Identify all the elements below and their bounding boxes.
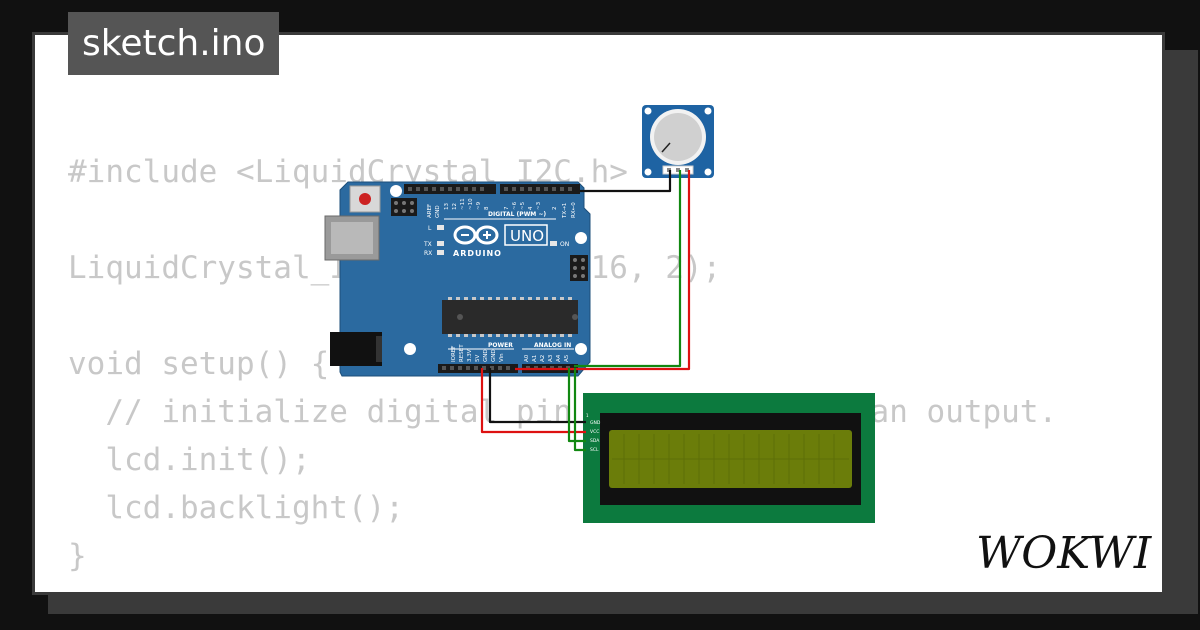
icsp-header-2 xyxy=(570,255,588,281)
wire-lcd-scl xyxy=(573,368,586,452)
board-model: UNO xyxy=(510,227,544,245)
led-tx xyxy=(437,241,444,246)
pin-label: ~3 xyxy=(536,201,542,210)
code-line: } xyxy=(68,538,87,574)
potentiometer-knob[interactable] xyxy=(654,113,702,161)
wire-pot-gnd xyxy=(580,170,672,193)
board-brand: ARDUINO xyxy=(453,249,502,258)
led-tx-label: TX xyxy=(423,241,432,248)
arduino-logo-icon xyxy=(453,225,499,245)
pin-label: ~9 xyxy=(476,201,482,210)
potentiometer[interactable]: GND SIG VCC xyxy=(642,105,714,178)
pin-label: A5 xyxy=(564,354,570,362)
wokwi-logo-text: WOKWI xyxy=(976,528,1152,576)
led-on xyxy=(550,241,557,246)
led-on-label: ON xyxy=(560,241,569,248)
pin-label: RESET xyxy=(459,344,465,362)
led-l-label: L xyxy=(428,225,432,232)
microcontroller-chip xyxy=(442,300,578,334)
svg-text:1: 1 xyxy=(586,413,589,418)
pin-label: AREF xyxy=(427,204,433,218)
wires xyxy=(480,170,691,452)
mounting-hole xyxy=(404,343,416,355)
wire-lcd-gnd xyxy=(488,368,586,424)
pin-label: 3.3V xyxy=(467,349,473,362)
wire-pot-vcc xyxy=(515,170,691,371)
lcd-display[interactable]: 1 GND VCC SDA SCL xyxy=(583,393,875,523)
pin-label: A2 xyxy=(540,355,546,362)
pin-label: RX←0 xyxy=(571,202,577,218)
mounting-hole xyxy=(575,343,587,355)
code-line: lcd.init(); xyxy=(68,442,311,478)
file-name-tab[interactable]: sketch.ino xyxy=(68,12,280,75)
mounting-hole xyxy=(575,232,587,244)
pin-label: 5V xyxy=(475,355,481,362)
pin-label: 8 xyxy=(484,206,490,210)
pin-label: TX→1 xyxy=(562,203,568,219)
lcd-pin-label: SCL xyxy=(590,447,599,453)
led-rx xyxy=(437,250,444,255)
pin-label: ~10 xyxy=(468,198,474,210)
pin-label: ~5 xyxy=(520,201,526,210)
wire-lcd-sda xyxy=(567,368,586,443)
pin-label: Vin xyxy=(499,353,505,362)
code-line: void setup() { xyxy=(68,346,330,382)
pin-label: ~11 xyxy=(460,198,466,210)
mounting-hole xyxy=(390,185,402,197)
lcd-pin-label: SDA xyxy=(590,438,600,444)
wokwi-logo: WOKWI xyxy=(976,528,1152,576)
led-l xyxy=(437,225,444,230)
pin-label: IOREF xyxy=(451,346,457,362)
pin-label: 2 xyxy=(552,207,558,211)
pin-label: GND xyxy=(435,205,441,218)
pin-label: GND xyxy=(491,349,497,362)
pin-label: A1 xyxy=(532,355,538,362)
pin-label: 4 xyxy=(528,206,534,210)
led-rx-label: RX xyxy=(424,250,432,257)
analog-label: ANALOG IN xyxy=(534,342,571,349)
code-line: lcd.backlight(); xyxy=(68,490,404,526)
pin-label: 7 xyxy=(504,206,510,210)
arduino-uno-board[interactable]: AREF GND 13 12 ~11 ~10 ~9 8 7 ~6 ~5 4 ~3… xyxy=(324,181,591,377)
pin-label: 12 xyxy=(452,203,458,210)
lcd-pin-label: GND xyxy=(590,420,601,426)
pin-label: 13 xyxy=(444,203,450,210)
pin-label: ~6 xyxy=(512,201,518,210)
power-label: POWER xyxy=(488,342,513,349)
pin-label: A4 xyxy=(556,354,562,362)
digital-label: DIGITAL (PWM ~) xyxy=(488,211,546,218)
pin-label: A3 xyxy=(548,354,554,362)
pin-label: GND xyxy=(483,349,489,362)
wire-pot-sig xyxy=(574,170,682,368)
lcd-pin-label: VCC xyxy=(590,429,599,435)
power-jack xyxy=(330,332,382,366)
wire-lcd-vcc xyxy=(480,368,586,434)
icsp-header xyxy=(391,198,417,216)
pin-label: A0 xyxy=(524,354,530,362)
